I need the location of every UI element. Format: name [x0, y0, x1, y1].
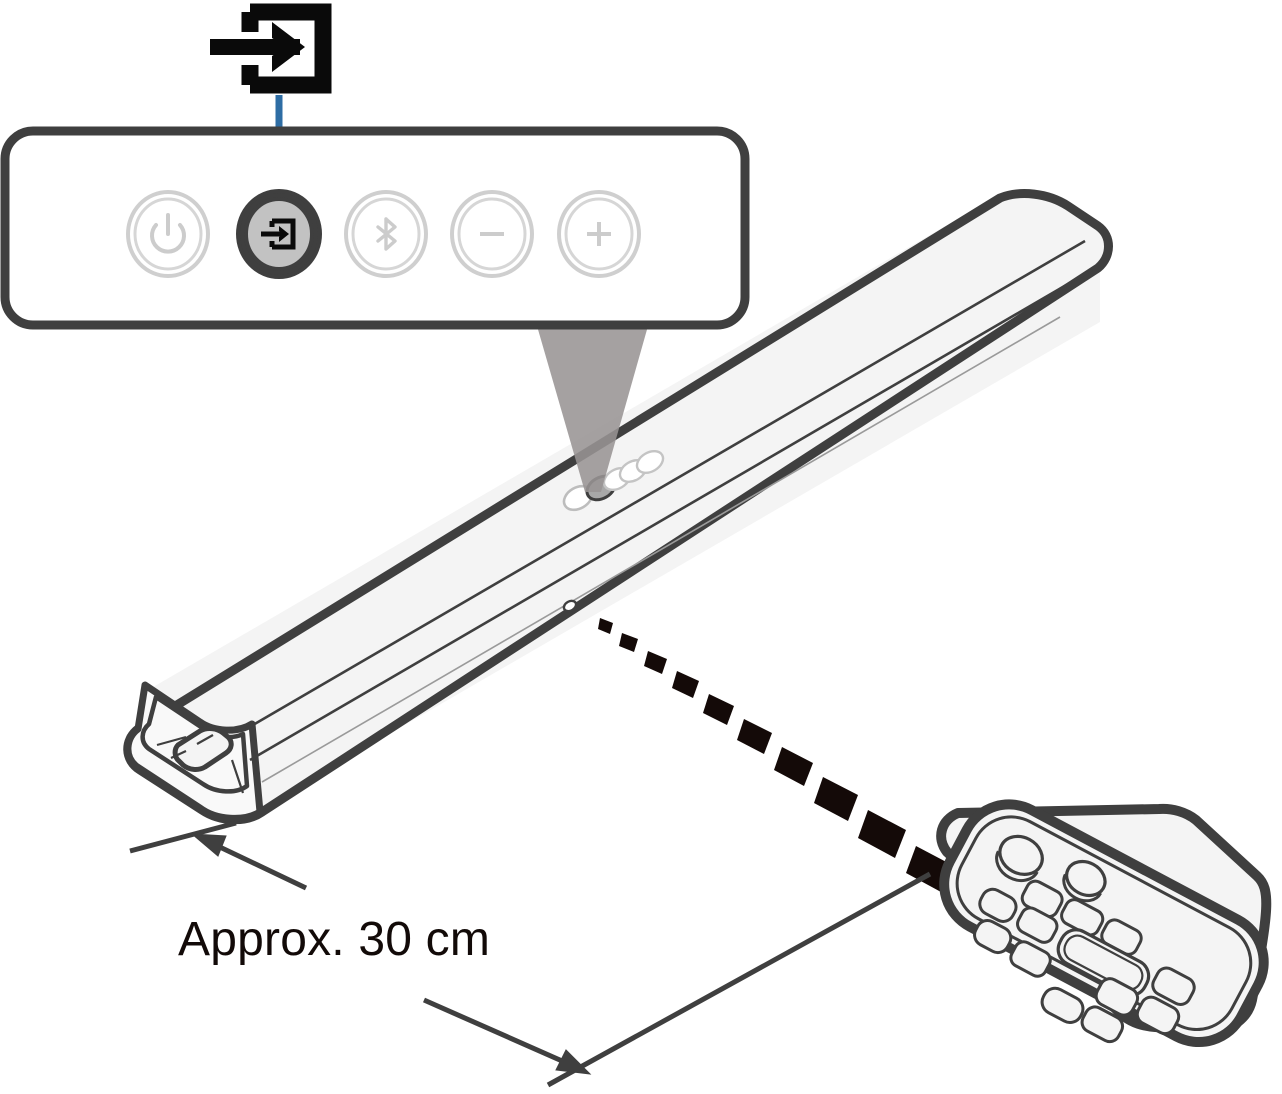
- dimension-lines: [129, 820, 932, 1088]
- callout-pointer-cone: [537, 326, 648, 492]
- panel-button-volume-up[interactable]: [557, 190, 641, 278]
- input-source-icon: [210, 3, 332, 94]
- soundbar-seam-upper: [245, 239, 1086, 731]
- soundbar-seam-lower: [249, 268, 1093, 762]
- remote-button-c2: [1009, 940, 1052, 978]
- remote-body-inner-edge: [955, 815, 1253, 1032]
- remote-button-round-1-side: [995, 850, 1039, 883]
- remote-button-center-large: [1056, 928, 1151, 997]
- remote-button-round-2: [1065, 859, 1107, 898]
- remote-button-b2: [1016, 906, 1059, 944]
- control-panel-callout: [0, 126, 750, 330]
- dim-arrow-left: [190, 833, 227, 857]
- remote-button-d4: [1080, 1005, 1125, 1044]
- remote-button-d5: [1040, 986, 1085, 1025]
- soundbar-port: [172, 726, 234, 772]
- plus-icon: [587, 222, 611, 246]
- dim-extension-right: [546, 871, 932, 1088]
- panel-button-input[interactable]: [236, 189, 322, 279]
- ir-beam-dashes: [598, 618, 952, 892]
- soundbar-endcap-hairline-2: [170, 750, 187, 759]
- remote-button-d1: [1151, 966, 1196, 1006]
- panel-button-bluetooth[interactable]: [344, 190, 428, 278]
- remote-button-c1: [973, 918, 1013, 955]
- remote-control-group: [936, 799, 1272, 1048]
- remote-button-d3: [1094, 977, 1140, 1017]
- soundbar-seam-hairline: [261, 316, 1061, 783]
- bluetooth-icon: [376, 217, 397, 251]
- panel-button-power[interactable]: [126, 190, 210, 278]
- remote-button-round-2-side: [1062, 873, 1102, 903]
- soundbar-endcap-hairline-4: [196, 734, 214, 745]
- soundbar-group: [123, 189, 1113, 825]
- remote-button-d2: [1135, 995, 1181, 1036]
- panel-button-volume-down[interactable]: [450, 190, 534, 278]
- soundbar-endcap-hairline-3: [230, 759, 245, 794]
- indicator-led-4: [635, 449, 665, 475]
- ir-sensor-icon: [562, 599, 578, 613]
- remote-button-round-1: [998, 834, 1044, 876]
- soundbar-endcap-hairline-1: [156, 735, 187, 747]
- dim-line-right: [422, 997, 580, 1071]
- input-icon: [261, 218, 296, 250]
- remote-button-b1: [978, 887, 1018, 923]
- dim-arrow-right: [555, 1049, 592, 1075]
- power-icon: [150, 213, 186, 254]
- dim-extension-left: [129, 820, 237, 854]
- remote-button-center-large-face: [1063, 934, 1144, 991]
- distance-dimension-label: Approx. 30 cm: [178, 913, 491, 966]
- dim-line-left: [203, 837, 308, 891]
